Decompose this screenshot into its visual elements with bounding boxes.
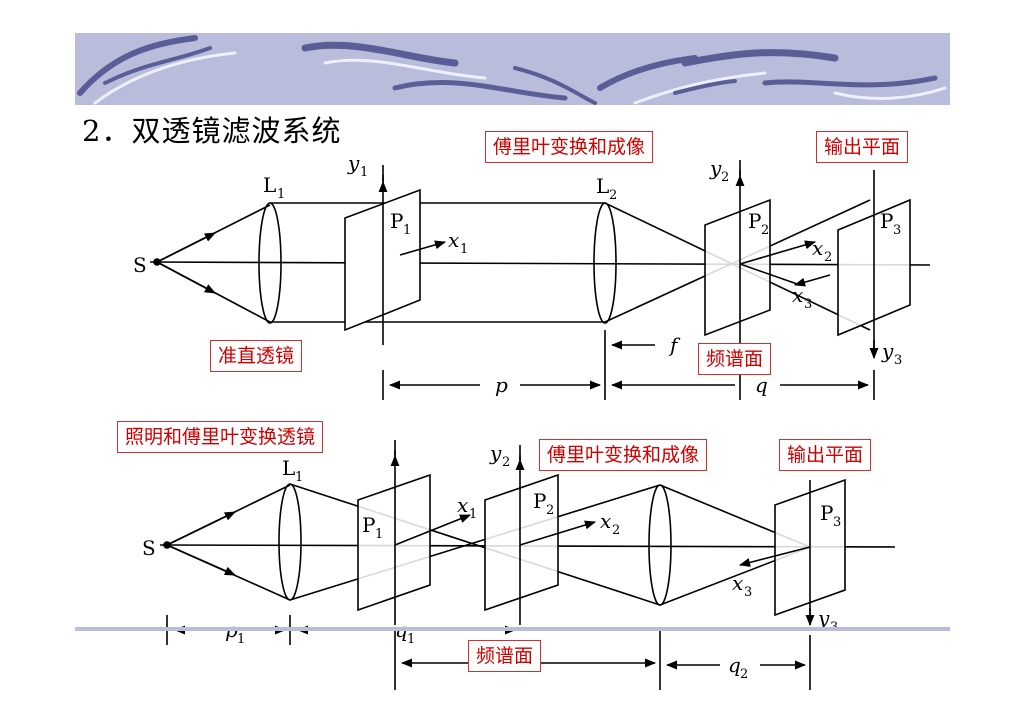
bottom-y2-label: y [489,441,502,465]
svg-text:3: 3 [833,515,841,530]
svg-text:1: 1 [460,242,468,257]
bottom-diagram [159,440,896,690]
bottom-lens-l2 [648,484,672,606]
bottom-x1-arrow [394,514,472,546]
bottom-p2-label: P [533,489,546,513]
svg-text:2: 2 [761,223,769,238]
callout-top-spectrum-plane: 频谱面 [698,343,772,375]
top-l1-label: L [263,173,276,197]
bottom-plane-p2 [484,473,559,612]
bottom-x3-label: x [732,571,743,595]
bottom-q2-label: q [728,653,741,677]
top-p1-label: P [390,209,403,233]
top-q-label: q [755,373,768,397]
top-plane-p2 [704,198,771,337]
bottom-x3-arrow [738,546,811,567]
top-x3-label: x [792,283,803,307]
svg-text:1: 1 [237,632,245,647]
svg-text:3: 3 [894,353,902,368]
top-f-label: f [668,333,681,357]
callout-top-output-plane: 输出平面 [816,131,909,163]
top-y2-label: y [709,156,722,180]
top-x1-arrow [399,240,447,256]
bottom-x2-arrow [519,520,597,546]
svg-text:1: 1 [277,187,285,202]
bottom-l1-label: L [282,456,295,480]
svg-text:1: 1 [360,165,368,180]
bottom-p3-label: P [820,501,833,525]
bottom-decorative-rule [75,627,950,631]
svg-text:1: 1 [407,632,415,647]
callout-top-collimating-lens: 准直透镜 [210,340,303,372]
top-source-label: S [133,253,147,277]
decorative-banner [75,33,950,105]
svg-text:1: 1 [469,507,477,522]
svg-text:3: 3 [893,223,901,238]
top-x3-arrow [793,274,831,287]
svg-text:1: 1 [295,470,303,485]
bottom-y3-label: y [817,606,830,630]
bottom-p1-label: P [362,513,375,537]
callout-bottom-illum-fourier-lens: 照明和傅里叶变换透镜 [117,421,324,453]
slide-title: 2．双透镜滤波系统 [82,114,342,148]
top-y1-label: y [347,151,360,175]
svg-text:2: 2 [740,667,748,682]
callout-top-fourier-imaging: 傅里叶变换和成像 [485,131,654,163]
top-optical-axis [149,261,931,266]
top-l2-label: L [596,174,609,198]
top-p-label: p [495,373,508,397]
svg-text:2: 2 [546,503,554,518]
callout-bottom-fourier-imaging: 傅里叶变换和成像 [539,439,708,471]
bottom-lens-l1 [278,483,302,601]
bottom-plane-p1 [357,473,431,612]
callout-bottom-output-plane: 输出平面 [779,439,872,471]
bottom-x1-label: x [457,493,468,517]
svg-text:3: 3 [744,585,752,600]
top-diagram [149,160,931,400]
svg-text:2: 2 [824,250,832,265]
top-p3-label: P [880,209,893,233]
top-x2-label: x [812,236,823,260]
svg-text:2: 2 [609,188,617,203]
svg-text:1: 1 [375,527,383,542]
bottom-source-label: S [142,536,156,560]
top-x2-arrow [739,240,817,265]
top-p2-label: P [748,209,761,233]
svg-text:1: 1 [403,223,411,238]
svg-text:3: 3 [804,297,812,312]
svg-text:2: 2 [612,523,620,538]
banner-swoosh-graphic [77,35,947,105]
bottom-x2-label: x [600,509,611,533]
top-y3-label: y [881,339,894,363]
callout-bottom-spectrum-plane: 频谱面 [468,640,542,672]
svg-text:2: 2 [721,170,729,185]
svg-text:2: 2 [502,455,510,470]
top-x1-label: x [448,228,459,252]
